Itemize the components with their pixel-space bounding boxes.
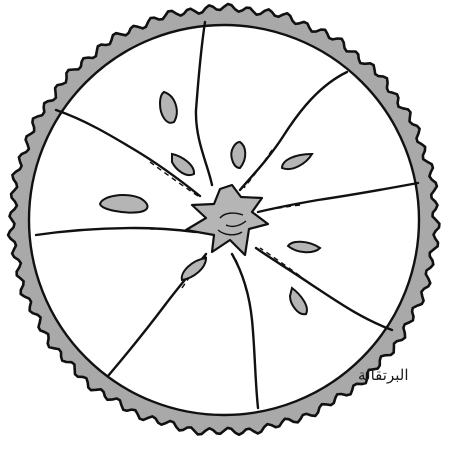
seed-3	[231, 142, 245, 168]
figure-caption: البرتقالة	[358, 366, 450, 384]
seed-5	[100, 195, 148, 212]
